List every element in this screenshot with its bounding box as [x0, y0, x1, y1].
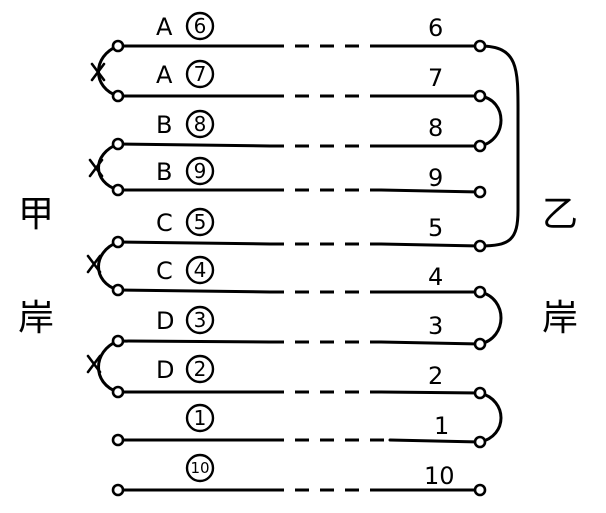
- left-loop-a: [97, 44, 119, 98]
- cross-mark-a: [90, 62, 106, 82]
- line-4: [116, 288, 482, 294]
- left-circled-number: 8: [194, 112, 207, 136]
- left-labels: A 6 A 7 B 8 B 9 C 5 C 4 D 3 D 2 1 10: [156, 11, 215, 483]
- right-terminals: [473, 39, 487, 497]
- right-number: 3: [428, 312, 443, 340]
- left-circled-number: 6: [194, 14, 207, 38]
- left-tag: B: [156, 158, 172, 186]
- terminal: [111, 283, 125, 297]
- right-loops: [479, 44, 520, 444]
- terminal: [111, 334, 125, 348]
- right-number: 8: [428, 114, 443, 142]
- terminal: [111, 433, 125, 447]
- left-tag: C: [156, 257, 173, 285]
- right-number: 5: [428, 214, 443, 242]
- left-circled-number: 7: [194, 62, 207, 86]
- left-tag: D: [156, 356, 174, 384]
- left-terminals: [111, 39, 125, 497]
- line-8: [116, 142, 482, 148]
- cross-mark-b: [88, 158, 104, 178]
- terminal: [473, 39, 487, 53]
- left-tag: B: [156, 111, 172, 139]
- right-loop-4-3: [479, 290, 503, 346]
- right-number: 2: [428, 362, 443, 390]
- right-loop-7-8: [479, 94, 503, 148]
- right-number: 9: [428, 164, 443, 192]
- terminal: [111, 483, 125, 497]
- left-loop-b: [97, 142, 119, 192]
- right-number: 1: [434, 412, 449, 440]
- right-loop-2-1: [479, 391, 503, 444]
- line-5: [116, 240, 482, 248]
- terminal: [111, 89, 125, 103]
- right-bank-char-1: 乙: [542, 194, 578, 235]
- left-circled-number: 3: [194, 308, 207, 332]
- line-9: [116, 188, 482, 194]
- left-circled-number: 9: [194, 159, 207, 183]
- terminal: [473, 285, 487, 299]
- left-tag: A: [156, 61, 173, 89]
- left-tag: C: [156, 209, 173, 237]
- left-bank-char-1: 甲: [18, 194, 54, 235]
- right-loop-6-5: [479, 44, 520, 248]
- cross-mark-c: [86, 254, 102, 274]
- left-tag: D: [156, 307, 174, 335]
- line-3: [116, 339, 482, 346]
- right-bank-char-2: 岸: [542, 298, 578, 339]
- left-loop-d: [97, 339, 119, 394]
- terminal: [473, 386, 487, 400]
- line-1: [116, 438, 482, 444]
- left-circled-number: 5: [194, 210, 207, 234]
- terminal: [473, 185, 487, 199]
- left-bank-char-2: 岸: [18, 298, 54, 339]
- right-number: 7: [428, 64, 443, 92]
- terminal: [111, 137, 125, 151]
- terminal: [111, 235, 125, 249]
- left-loop-c: [97, 240, 119, 292]
- terminal: [473, 483, 487, 497]
- left-circled-number: 2: [194, 357, 207, 381]
- right-labels: 6 7 8 9 5 4 3 2 1 10: [424, 14, 455, 490]
- line-2: [116, 390, 482, 395]
- terminal: [473, 89, 487, 103]
- left-circled-number: 1: [194, 406, 207, 430]
- terminal: [111, 183, 125, 197]
- terminal: [473, 139, 487, 153]
- right-number: 10: [424, 462, 455, 490]
- left-circled-number: 4: [194, 258, 207, 282]
- terminal: [111, 39, 125, 53]
- terminal: [473, 337, 487, 351]
- terminal: [111, 385, 125, 399]
- terminal: [473, 239, 487, 253]
- left-loops: [86, 44, 119, 394]
- cross-mark-d: [86, 354, 102, 374]
- terminal: [473, 435, 487, 449]
- left-tag: A: [156, 13, 173, 41]
- left-circled-number: 10: [190, 459, 209, 477]
- right-number: 4: [428, 263, 443, 291]
- right-number: 6: [428, 14, 443, 42]
